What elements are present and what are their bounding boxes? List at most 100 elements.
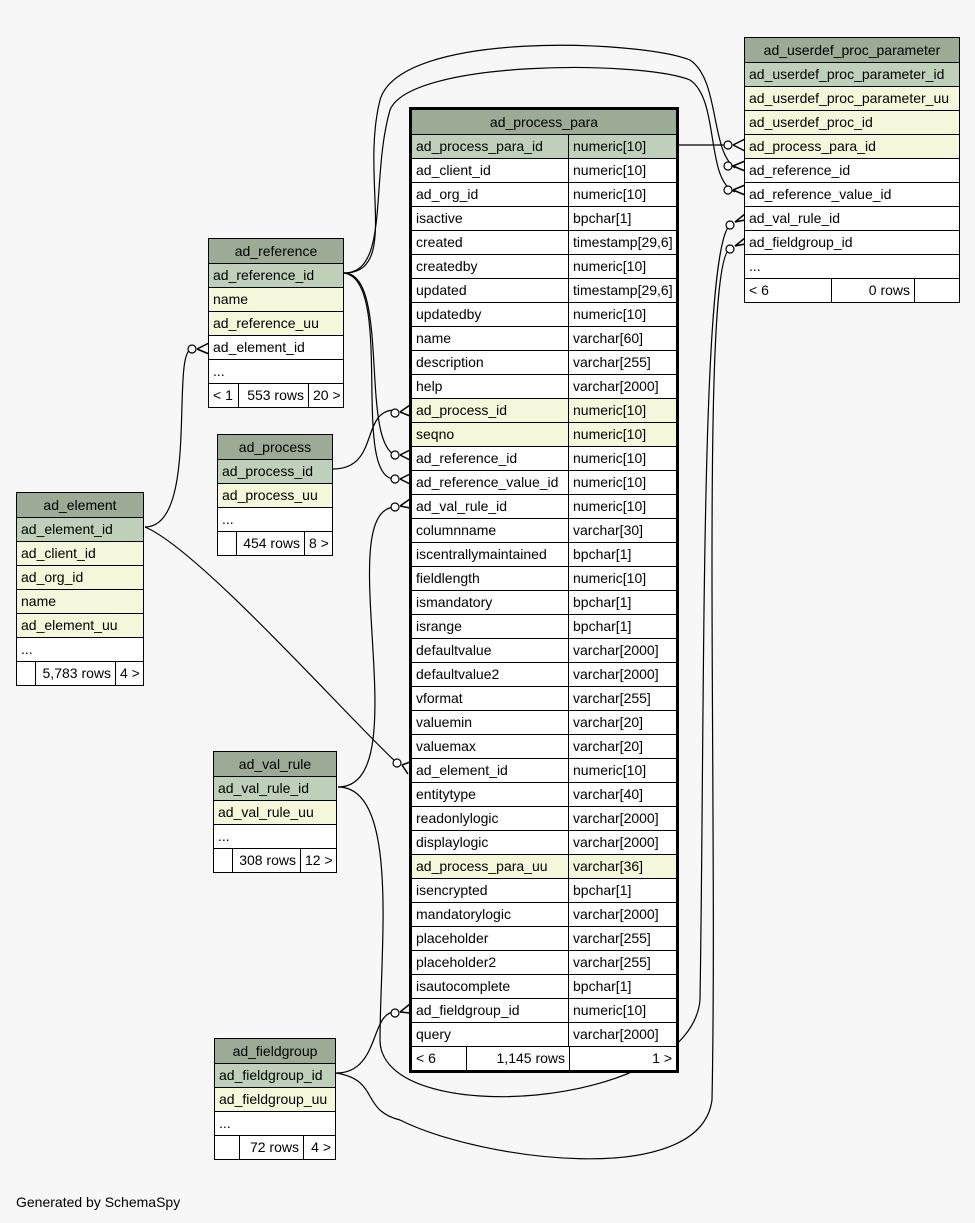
column-row[interactable]: ... <box>214 824 336 848</box>
column-row[interactable]: ad_reference_value_id <box>745 182 959 206</box>
column-row[interactable]: ad_process_id <box>218 459 332 483</box>
column-row[interactable]: ad_reference_id <box>745 158 959 182</box>
column-row[interactable]: ad_fieldgroup_id <box>745 230 959 254</box>
column-row[interactable]: ad_reference_id <box>209 263 343 287</box>
column-row[interactable]: ad_val_rule_uu <box>214 800 336 824</box>
children-link[interactable]: 1 > <box>569 1047 676 1070</box>
column-row[interactable]: ... <box>745 254 959 278</box>
column-row[interactable]: ... <box>215 1111 335 1135</box>
column-row[interactable]: name <box>209 287 343 311</box>
column-row[interactable]: name <box>17 589 143 613</box>
column-name: ismandatory <box>416 594 493 610</box>
column-row[interactable]: ad_userdef_proc_id <box>745 110 959 134</box>
parents-link[interactable] <box>218 532 236 555</box>
table-title: ad_element <box>43 496 117 513</box>
column-row[interactable]: ad_element_id <box>209 335 343 359</box>
children-link[interactable]: 8 > <box>304 532 332 555</box>
endpoint-circle <box>390 408 400 418</box>
children-link[interactable]: 20 > <box>308 384 343 407</box>
column-row[interactable]: ad_process_para_id <box>745 134 959 158</box>
column-row[interactable]: ad_fieldgroup_id <box>215 1063 335 1087</box>
column-name: ad_process_para_id <box>749 138 876 154</box>
children-link[interactable]: 4 > <box>115 662 143 685</box>
children-link[interactable]: 4 > <box>303 1136 335 1159</box>
table-ad-userdef-proc-parameter[interactable]: ad_userdef_proc_parameter ad_userdef_pro… <box>744 37 960 303</box>
column-row[interactable]: ... <box>17 637 143 661</box>
column-row[interactable]: ad_reference_uu <box>209 311 343 335</box>
parents-link[interactable] <box>215 1136 239 1159</box>
parents-link[interactable]: < 1 <box>213 387 233 403</box>
parents-link[interactable]: < 6 <box>416 1050 436 1066</box>
column-name: name <box>213 291 249 307</box>
column-row[interactable]: ad_val_rule_id <box>214 776 336 800</box>
column-name: ad_process_id <box>416 402 508 418</box>
column-row[interactable]: ... <box>218 507 332 531</box>
table-footer: 72 rows 4 > <box>215 1135 335 1159</box>
column-row[interactable]: ad_element_id <box>17 517 143 541</box>
column-row[interactable]: ad_org_id <box>17 565 143 589</box>
column-row[interactable]: ad_client_id <box>17 541 143 565</box>
table-title: ad_reference <box>234 242 318 259</box>
column-row[interactable]: ad_userdef_proc_parameter_uu <box>745 86 959 110</box>
column-row[interactable]: ad_fieldgroup_uu <box>215 1087 335 1111</box>
column-row[interactable]: ad_process_uu <box>218 483 332 507</box>
column-row[interactable]: ad_userdef_proc_parameter_id <box>745 62 959 86</box>
column-row[interactable]: ... <box>209 359 343 383</box>
column-row[interactable]: ad_element_uu <box>17 613 143 637</box>
column-type: numeric[10] <box>568 423 676 446</box>
row-count: 454 rows <box>236 532 304 555</box>
parents-link[interactable]: < 6 <box>749 282 769 298</box>
parents-link[interactable] <box>17 662 35 685</box>
parents-link[interactable] <box>214 849 232 872</box>
children-link[interactable] <box>914 279 959 302</box>
table-title: ad_fieldgroup <box>232 1042 318 1059</box>
children-link[interactable]: 12 > <box>300 849 336 872</box>
column-row[interactable]: ad_val_rule_id <box>745 206 959 230</box>
table-title: ad_val_rule <box>238 755 312 772</box>
